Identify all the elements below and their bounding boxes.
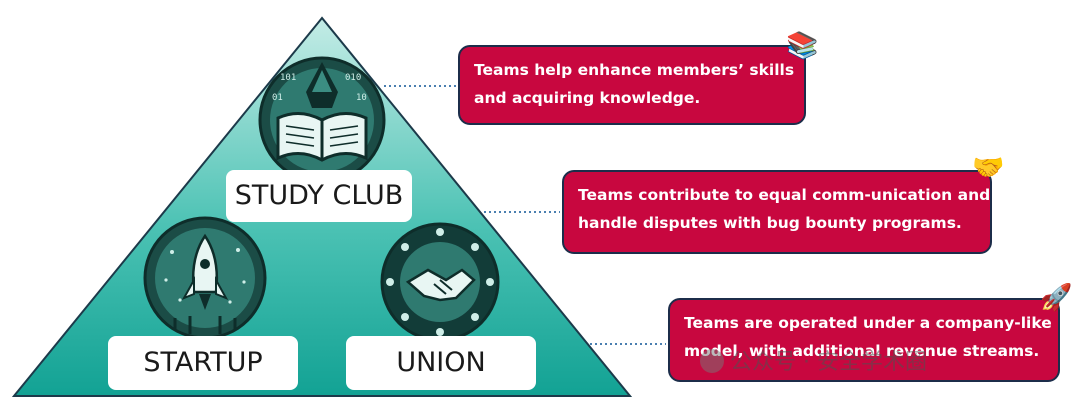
watermark: 公众号 · 安全学术圈 xyxy=(700,344,927,376)
callout-company-model-line-2: model, with additional revenue streams. xyxy=(684,342,1040,360)
label-union: UNION xyxy=(346,336,536,390)
svg-text:101: 101 xyxy=(280,73,296,83)
label-startup: STARTUP xyxy=(108,336,298,390)
callout-skills-line-2: and acquiring knowledge. xyxy=(474,89,701,107)
book-icon: 📚 xyxy=(786,30,819,60)
handshake-icon: 🤝 xyxy=(972,152,1005,182)
union-emblem xyxy=(380,222,500,342)
callout-communication-line-1: Teams contribute to equal comm-unication… xyxy=(578,186,991,204)
svg-text:01: 01 xyxy=(272,93,283,103)
wechat-logo-icon xyxy=(700,349,724,373)
callout-skills: Teams help enhance members’ skills and a… xyxy=(458,45,806,125)
callout-communication-line-2: handle disputes with bug bounty programs… xyxy=(578,214,962,232)
callout-company-model: Teams are operated under a company-like … xyxy=(668,298,1060,382)
rocket-icon: 🚀 xyxy=(1040,282,1073,312)
label-study-club: STUDY CLUB xyxy=(226,170,412,222)
study-club-emblem: 101 010 01 10 xyxy=(258,56,386,184)
svg-text:10: 10 xyxy=(356,93,367,103)
callout-communication: Teams contribute to equal comm-unication… xyxy=(562,170,992,254)
svg-text:010: 010 xyxy=(345,73,361,83)
startup-emblem xyxy=(143,216,267,340)
callout-company-model-line-1: Teams are operated under a company-like xyxy=(684,314,1052,332)
callout-skills-line-1: Teams help enhance members’ skills xyxy=(474,61,795,79)
watermark-text: 公众号 · 安全学术圈 xyxy=(730,350,927,375)
